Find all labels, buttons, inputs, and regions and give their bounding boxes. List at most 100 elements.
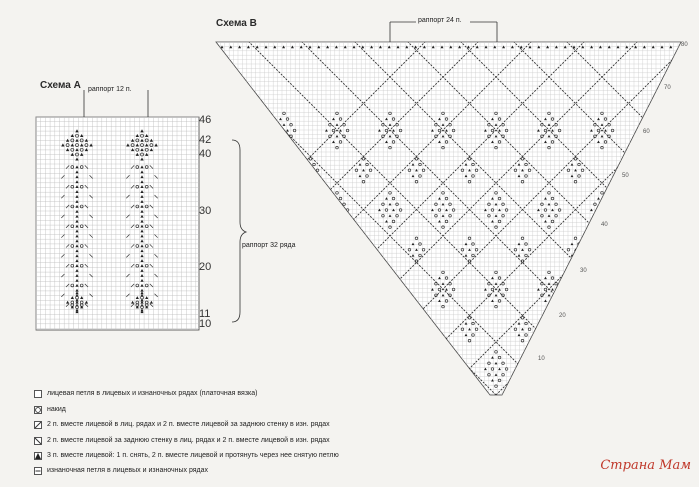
scheme-a-row-40: 40 xyxy=(199,148,212,160)
decrease-symbol xyxy=(279,379,282,382)
decrease-symbol xyxy=(75,269,79,272)
decrease-symbol xyxy=(378,288,381,291)
yarn-over-symbol xyxy=(289,282,293,286)
decrease-symbol xyxy=(335,361,339,365)
decrease-symbol xyxy=(464,174,468,178)
yarn-over-symbol xyxy=(540,202,544,206)
decrease-symbol xyxy=(600,361,604,365)
yarn-over-symbol xyxy=(494,350,498,354)
decrease-symbol xyxy=(388,214,392,217)
yarn-over-symbol xyxy=(660,361,664,365)
yarn-over-symbol xyxy=(543,367,548,371)
yarn-over-symbol xyxy=(395,373,399,377)
decrease-symbol xyxy=(484,288,487,291)
k2tog-symbol xyxy=(130,224,135,229)
yarn-over-symbol xyxy=(437,208,442,212)
yarn-over-symbol xyxy=(229,270,233,274)
yarn-over-symbol xyxy=(365,333,369,337)
decrease-symbol xyxy=(140,254,144,258)
decrease-symbol xyxy=(405,45,409,49)
decrease-symbol xyxy=(650,356,653,359)
yarn-over-symbol xyxy=(79,184,84,189)
yarn-over-symbol xyxy=(70,165,75,169)
yarn-over-symbol xyxy=(524,174,528,178)
k2tog-symbol xyxy=(154,293,158,298)
yarn-over-symbol xyxy=(285,378,290,383)
yarn-over-symbol xyxy=(421,248,426,252)
scheme-a-row-42: 42 xyxy=(199,134,212,146)
decrease-symbol xyxy=(491,379,494,382)
decrease-symbol xyxy=(140,273,144,277)
yarn-over-symbol xyxy=(381,214,385,218)
decrease-symbol xyxy=(70,296,74,299)
yarn-over-symbol xyxy=(70,184,75,189)
decrease-symbol xyxy=(464,322,468,325)
decrease-symbol xyxy=(140,199,144,203)
yarn-over-symbol xyxy=(687,248,690,251)
yarn-over-symbol xyxy=(487,123,491,127)
yarn-over-symbol xyxy=(414,339,419,343)
decrease-symbol xyxy=(572,45,576,49)
decrease-symbol xyxy=(140,239,144,243)
decrease-symbol xyxy=(140,298,144,302)
yarn-over-symbol xyxy=(467,316,472,320)
yarn-over-symbol xyxy=(222,134,226,138)
k2tog-symbol xyxy=(126,234,130,238)
decrease-symbol xyxy=(279,220,282,223)
decrease-symbol xyxy=(75,180,79,184)
yarn-over-symbol xyxy=(225,287,230,292)
yarn-over-symbol xyxy=(543,287,548,292)
yarn-over-symbol xyxy=(490,128,495,133)
scheme-a-row-46: 46 xyxy=(199,114,212,126)
yarn-over-symbol xyxy=(407,168,412,172)
yarn-over-symbol xyxy=(388,111,392,115)
yarn-over-symbol xyxy=(663,128,668,133)
decrease-symbol xyxy=(544,299,547,303)
yarn-over-symbol xyxy=(308,339,313,343)
decrease-symbol xyxy=(643,208,646,212)
yarn-over-symbol xyxy=(338,299,343,303)
decrease-symbol xyxy=(145,143,149,147)
decrease-symbol xyxy=(491,117,494,121)
yarn-over-symbol xyxy=(70,138,75,143)
yarn-over-symbol xyxy=(222,282,226,286)
yarn-over-symbol xyxy=(580,248,585,252)
decrease-symbol xyxy=(392,208,395,212)
k2tog-symbol xyxy=(149,204,154,209)
k2tog-symbol xyxy=(89,194,93,199)
decrease-symbol xyxy=(600,282,604,285)
yarn-over-symbol xyxy=(239,287,244,292)
decrease-symbol xyxy=(282,282,286,285)
yarn-over-symbol xyxy=(365,253,369,258)
decrease-symbol xyxy=(570,242,574,246)
yarn-over-symbol xyxy=(501,214,505,218)
yarn-over-symbol xyxy=(524,321,528,326)
yarn-over-symbol xyxy=(434,373,438,377)
decrease-symbol xyxy=(415,248,418,251)
decrease-symbol xyxy=(75,308,79,312)
decrease-symbol xyxy=(521,168,524,172)
yarn-over-symbol xyxy=(600,384,604,388)
decrease-symbol xyxy=(84,300,88,304)
yarn-over-symbol xyxy=(513,327,518,331)
yarn-over-symbol xyxy=(354,327,359,331)
decrease-symbol xyxy=(498,367,501,371)
yarn-over-symbol xyxy=(381,373,385,377)
yarn-over-symbol xyxy=(135,300,140,305)
yarn-over-symbol xyxy=(593,134,597,138)
decrease-symbol xyxy=(676,254,680,257)
yarn-over-symbol xyxy=(441,270,445,274)
yarn-over-symbol xyxy=(331,367,336,371)
yarn-over-symbol xyxy=(381,293,385,297)
k2tog-symbol xyxy=(126,273,130,278)
decrease-symbol xyxy=(597,220,600,223)
k2tog-symbol xyxy=(154,175,158,179)
yarn-over-symbol xyxy=(79,147,84,152)
decrease-symbol xyxy=(279,197,282,200)
yarn-over-symbol xyxy=(540,293,544,297)
yarn-over-symbol xyxy=(550,355,555,360)
decrease-symbol xyxy=(140,288,144,292)
yarn-over-symbol xyxy=(285,140,290,144)
yarn-over-symbol xyxy=(448,123,452,127)
